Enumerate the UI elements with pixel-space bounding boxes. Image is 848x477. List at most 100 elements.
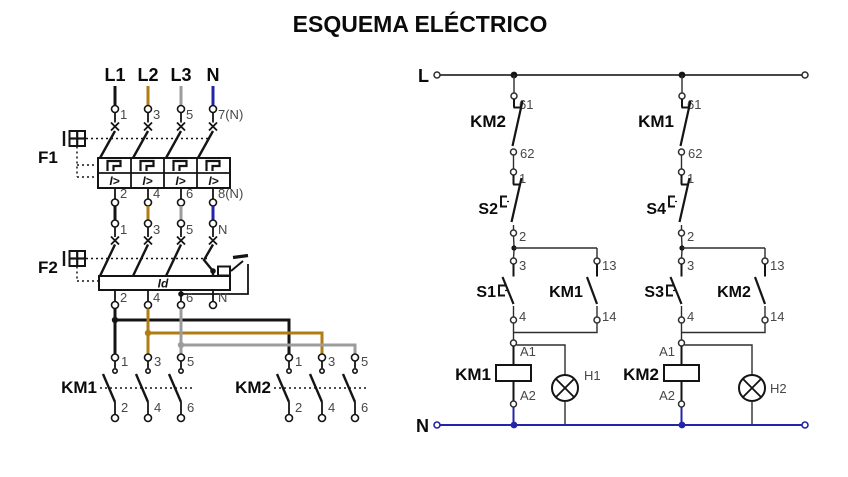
- terminal-number: 3: [328, 354, 335, 369]
- terminal-number: 1: [519, 171, 526, 186]
- rcd-f2: F2 1 3 5: [38, 219, 249, 310]
- thermal-trip-symbol: I>: [175, 174, 185, 188]
- seal-return-wire: [513, 323, 598, 334]
- pushbutton-actuator-icon: [500, 195, 507, 208]
- f2-bottom: 2 4 6 N: [110, 290, 227, 310]
- lamp-h2: H2: [684, 344, 787, 424]
- breaker-f1: F1 1 3: [38, 104, 243, 207]
- stop-button-label: S4: [646, 201, 666, 218]
- km2-pole: [341, 353, 360, 423]
- terminal-number: 7(N): [218, 107, 243, 122]
- lamp-feed-wire: [684, 344, 753, 375]
- start-button-s3: 3 S3 4: [644, 250, 694, 324]
- f2-poles: [98, 219, 218, 277]
- terminal-number: 3: [153, 107, 160, 122]
- junction-dot: [678, 421, 686, 429]
- pushbutton-actuator-icon: [668, 195, 675, 208]
- control-circuit: L 61 KM2 62 1: [416, 66, 809, 436]
- busbars: [111, 308, 357, 354]
- rail-end-terminal: [801, 71, 809, 79]
- terminal-number: 6: [186, 290, 193, 305]
- start-button-s1: 3 S1 4: [476, 250, 526, 324]
- km2-power-label: KM2: [235, 378, 271, 397]
- terminal-number: 2: [121, 400, 128, 415]
- branch-km2: 61 KM1 62 1 S4 2: [623, 75, 787, 424]
- terminal-number: 4: [153, 186, 160, 201]
- terminal-number: 2: [295, 400, 302, 415]
- page-title: ESQUEMA ELÉCTRICO: [293, 10, 548, 37]
- terminal-number: 61: [687, 97, 701, 112]
- seal-return-wire: [681, 323, 766, 334]
- rail-end-terminal: [433, 421, 441, 429]
- f1-top-terminal-numbers: 1 3 5 7(N): [120, 107, 243, 122]
- thermal-trip-symbol: I>: [142, 174, 152, 188]
- terminal-number: 3: [154, 354, 161, 369]
- start-button-label: S1: [476, 284, 496, 301]
- terminal-number: 6: [361, 400, 368, 415]
- terminal-number: N: [218, 222, 227, 237]
- magnetic-trip-icon: [172, 159, 188, 171]
- terminal-number: 2: [120, 186, 127, 201]
- seal-contact-km2: 13 KM2 14: [681, 248, 784, 334]
- nc-interlock-km2: 61 KM2 62: [470, 92, 534, 161]
- terminal-number: 4: [328, 400, 335, 415]
- thermal-trip-symbol: I>: [109, 174, 119, 188]
- f2-label: F2: [38, 258, 58, 277]
- push-actuator-icon: [232, 253, 249, 260]
- terminal-number: 4: [519, 309, 526, 324]
- test-switch-blade: [230, 260, 244, 272]
- km1-power-label: KM1: [61, 378, 97, 397]
- junction-dot: [144, 329, 152, 337]
- power-circuit: L1 L2 L3 N F1: [38, 65, 368, 423]
- busbar-l3: [179, 308, 357, 354]
- f2-actuator-icon: [62, 250, 86, 267]
- contactor-km1-power: KM1 1 3 5 2 4 6: [61, 353, 194, 423]
- terminal-number: 62: [688, 146, 702, 161]
- terminal-number: 3: [153, 222, 160, 237]
- coil-a2-label: A2: [659, 388, 675, 403]
- km2-pole: [275, 353, 294, 423]
- coil-symbol: [663, 364, 700, 382]
- terminal-number: 3: [687, 258, 694, 273]
- terminal-number: 1: [120, 222, 127, 237]
- lamp-h1: H1: [516, 344, 601, 424]
- line-rail: L: [418, 66, 809, 86]
- f1-poles: [98, 104, 218, 159]
- f1-trip-box: I> I> I> I>: [97, 157, 231, 189]
- magnetic-trip-icon: [205, 159, 221, 171]
- terminal-number: 5: [187, 354, 194, 369]
- f1-label: F1: [38, 148, 58, 167]
- terminal-number: 2: [120, 290, 127, 305]
- terminal-number: 1: [687, 171, 694, 186]
- terminal-number: 14: [602, 309, 616, 324]
- stop-button-s2: 1 S2 2: [478, 168, 526, 244]
- terminal-number: 5: [361, 354, 368, 369]
- coil-label: KM1: [455, 365, 491, 384]
- lamp-label: H1: [584, 368, 601, 383]
- coil-label: KM2: [623, 365, 659, 384]
- branch-km1: 61 KM2 62 1 S2 2: [455, 75, 616, 424]
- coil-symbol: [495, 364, 532, 382]
- junction-dot: [177, 341, 185, 349]
- rail-end-terminal: [801, 421, 809, 429]
- seal-contact-label: KM2: [717, 284, 751, 301]
- differential-symbol: Id: [158, 277, 169, 291]
- lamp-feed-wire: [516, 344, 566, 375]
- terminal-number: 61: [519, 97, 533, 112]
- test-resistor: [217, 265, 231, 277]
- magnetic-trip-icon: [139, 159, 155, 171]
- terminal-number: 6: [187, 400, 194, 415]
- terminal-number: 6: [186, 186, 193, 201]
- line-rail-label: L: [418, 66, 429, 86]
- neutral-rail: N: [416, 416, 809, 436]
- km1-pole: [167, 353, 186, 423]
- terminal-number: 1: [120, 107, 127, 122]
- terminal-number: 3: [519, 258, 526, 273]
- junction-dot: [510, 421, 518, 429]
- interlock-label: KM2: [470, 112, 506, 131]
- phase-label-l1: L1: [104, 65, 125, 85]
- contactor-km2-power: KM2 1 3 5 2 4 6: [235, 353, 368, 423]
- f1-bottom: 2 4 6 8(N): [110, 186, 243, 207]
- coil-km1: A1 KM1 A2: [455, 339, 536, 424]
